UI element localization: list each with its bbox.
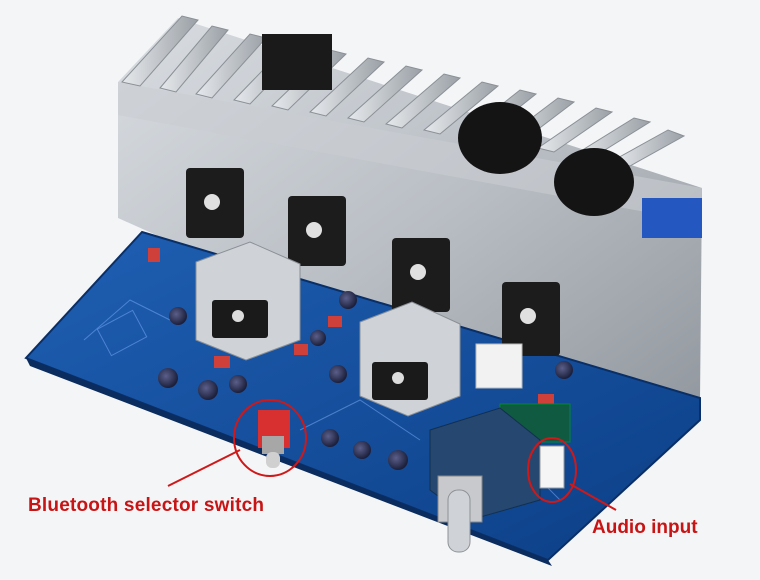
- power-transistor: [392, 238, 450, 312]
- power-transistor: [288, 196, 346, 266]
- rear-capacitor: [554, 148, 634, 216]
- capacitor: [198, 380, 218, 400]
- film-capacitor: [538, 394, 554, 406]
- capacitor: [339, 291, 357, 309]
- film-capacitor: [214, 356, 230, 368]
- volume-potentiometer: [429, 407, 541, 553]
- switch-pointer-line: [167, 449, 241, 487]
- rear-capacitor: [262, 34, 332, 90]
- film-capacitor: [148, 248, 160, 262]
- audio-input-label: Audio input: [592, 517, 698, 538]
- capacitor: [169, 307, 187, 325]
- capacitor: [321, 429, 339, 447]
- film-capacitor: [328, 316, 342, 327]
- bluetooth-selector-switch: [258, 410, 290, 468]
- capacitor: [229, 375, 247, 393]
- rear-capacitor: [458, 102, 542, 174]
- capacitor: [555, 361, 573, 379]
- bluetooth-switch-label: Bluetooth selector switch: [28, 495, 265, 516]
- audio-input-highlight-circle: [527, 437, 577, 503]
- switch-highlight-circle: [233, 399, 307, 477]
- film-capacitor: [294, 344, 308, 355]
- power-transistor: [502, 282, 560, 356]
- relay: [475, 343, 523, 389]
- capacitor: [353, 441, 371, 459]
- power-transistor: [186, 168, 244, 238]
- capacitor: [158, 368, 178, 388]
- capacitor: [329, 365, 347, 383]
- ic-heatsink: [359, 301, 461, 417]
- capacitor: [388, 450, 408, 470]
- ic-heatsink: [195, 241, 301, 361]
- audio-input-pointer-line: [569, 483, 617, 511]
- audio-input-connector: [539, 445, 565, 489]
- capacitor: [310, 330, 326, 346]
